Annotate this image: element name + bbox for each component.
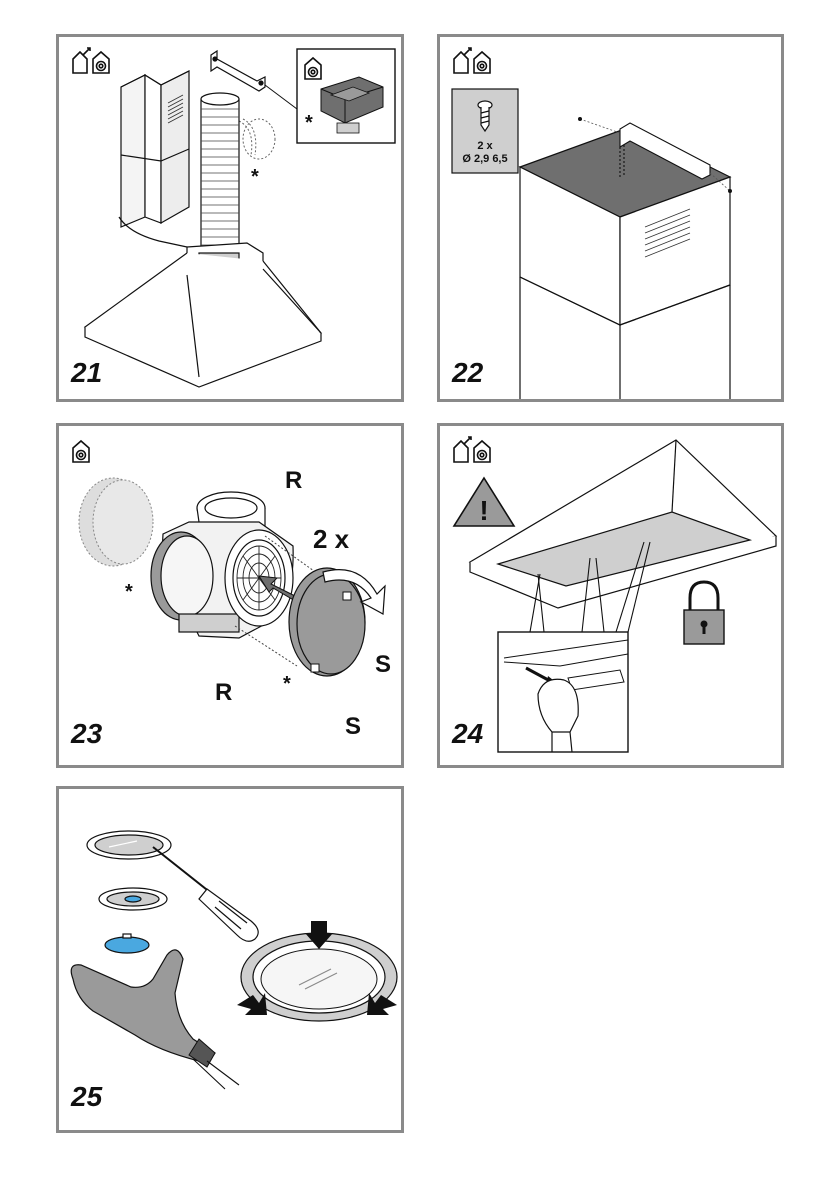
ghost-filter: [79, 478, 153, 566]
label-r-top: R: [285, 467, 302, 494]
recirculation-mode-icon: [474, 52, 490, 73]
exhaust-mode-icon: [454, 437, 471, 462]
figure-24-illustration: !: [440, 426, 781, 765]
lamp-cover: [87, 831, 171, 859]
figure-23-illustration: *: [59, 426, 401, 765]
label-s-bottom: S: [345, 713, 361, 740]
ribbed-duct: [201, 93, 239, 259]
figure-22-panel: 2 x Ø 2,9 6,5 22: [437, 34, 784, 402]
asterisk-left: *: [125, 581, 133, 603]
screw-left-icon: [578, 117, 582, 121]
recirculation-mode-icon: [474, 441, 490, 462]
led-bulb-icon: [105, 934, 149, 953]
svg-text:!: !: [479, 495, 488, 526]
figure-21-illustration: * *: [59, 37, 401, 399]
hood-underside: [470, 440, 776, 608]
chimney-cover: [121, 71, 189, 227]
screw-size: Ø 2,9 6,5: [462, 153, 507, 165]
flexible-duct: [239, 119, 275, 159]
figure-21-panel: * * 21: [56, 34, 404, 402]
recirculation-mode-icon: [73, 441, 89, 462]
figure-number: 21: [71, 357, 102, 389]
figure-25-panel: 25: [56, 786, 404, 1133]
screw-spec-box: 2 x Ø 2,9 6,5: [452, 89, 518, 173]
warning-triangle-icon: !: [454, 478, 514, 526]
lock-icon: [684, 582, 724, 644]
figure-24-panel: ! 24: [437, 423, 784, 768]
figure-number: 24: [452, 718, 483, 750]
label-s-top: S: [375, 651, 391, 678]
screw-right-icon: [728, 189, 732, 193]
figure-number: 22: [452, 357, 483, 389]
exhaust-mode-icon: [454, 48, 471, 73]
chimney-upper: [520, 127, 730, 325]
motor-unit: [151, 492, 293, 638]
figure-number: 25: [71, 1081, 102, 1113]
duct-asterisk: *: [251, 166, 259, 188]
detail-inset: [498, 632, 628, 752]
inset-asterisk: *: [305, 112, 313, 134]
wall-bracket: [211, 51, 265, 91]
quantity-label: 2 x: [313, 524, 350, 554]
figure-number: 23: [71, 718, 102, 750]
figure-22-illustration: 2 x Ø 2,9 6,5: [440, 37, 781, 399]
glove-icon: [71, 950, 239, 1089]
label-r-bottom: R: [215, 679, 232, 706]
asterisk-right: *: [283, 673, 291, 695]
figure-23-panel: *: [56, 423, 404, 768]
lamp-holder: [99, 888, 167, 910]
recirculation-mode-icon: [93, 52, 109, 73]
carbon-filter: [289, 568, 365, 676]
figure-25-illustration: [59, 789, 401, 1130]
exhaust-mode-icon: [73, 48, 90, 73]
screw-quantity: 2 x: [477, 140, 493, 152]
screwdriver-icon: [153, 847, 258, 941]
recirculation-inset: [265, 49, 395, 143]
